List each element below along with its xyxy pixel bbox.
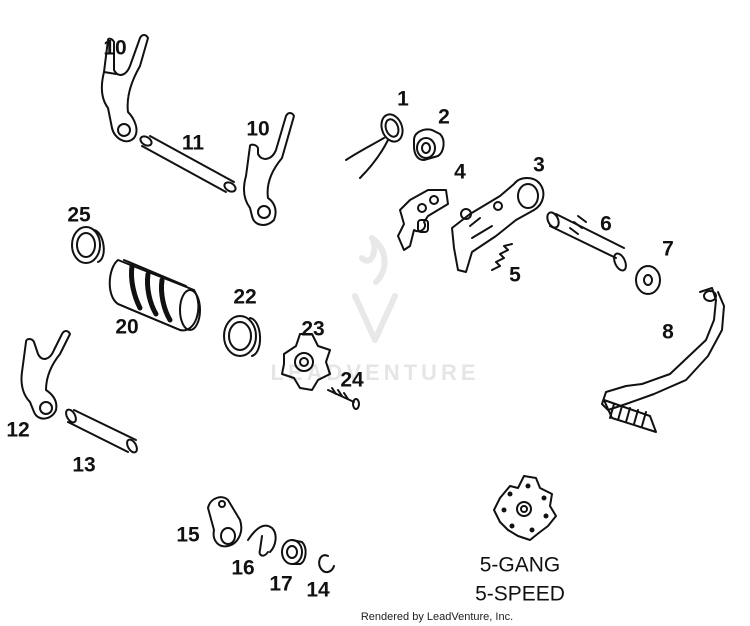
screw-24 [327, 387, 360, 410]
shift-fork-10-right [242, 112, 295, 226]
shift-quadrant-3 [451, 177, 545, 273]
lever-plate-4 [397, 189, 449, 251]
callout-7: 7 [662, 237, 674, 261]
bearing-22 [223, 315, 261, 357]
callout-5: 5 [509, 263, 521, 287]
lever-arm-15 [207, 496, 243, 548]
caption-5-gang: 5-GANG [479, 553, 561, 577]
callout-1: 1 [397, 87, 409, 111]
bearing-25 [71, 226, 105, 264]
callout-24: 24 [340, 368, 364, 392]
callout-22: 22 [233, 285, 257, 309]
spring-16 [247, 524, 277, 557]
callout-8: 8 [662, 320, 674, 344]
roller-17 [281, 539, 307, 565]
watermark-logo [352, 235, 398, 343]
callout-16: 16 [231, 556, 255, 580]
caption-5-speed: 5-SPEED [475, 582, 565, 606]
return-spring-1 [345, 113, 404, 179]
star-cam-inset [493, 475, 557, 541]
callout-13: 13 [72, 453, 96, 477]
fork-shaft-13 [65, 408, 138, 454]
shift-fork-12 [20, 330, 71, 420]
callout-17: 17 [269, 572, 293, 596]
shift-lever-8 [601, 287, 725, 433]
circlip-14 [318, 554, 335, 574]
callout-20: 20 [115, 315, 139, 339]
callout-23: 23 [301, 317, 325, 341]
callout-2: 2 [438, 105, 450, 129]
shift-drum-20 [108, 259, 201, 332]
callout-15: 15 [176, 523, 200, 547]
shift-shaft-6 [546, 211, 627, 272]
callout-3: 3 [533, 153, 545, 177]
washer-7 [635, 265, 661, 295]
footer-credit: Rendered by LeadVenture, Inc. [360, 611, 514, 623]
callout-12: 12 [6, 418, 30, 442]
fork-shaft-11 [139, 135, 237, 193]
callout-11: 11 [181, 131, 205, 155]
spring-5 [491, 243, 513, 271]
star-cam-23 [281, 333, 331, 391]
callout-25: 25 [67, 203, 91, 227]
shift-fork-10-left [100, 34, 149, 143]
callout-6: 6 [600, 212, 612, 236]
callout-14: 14 [306, 578, 330, 602]
callout-10-left: 10 [103, 36, 127, 60]
watermark-text: LEADVENTURE [270, 360, 480, 385]
callout-4: 4 [454, 160, 466, 184]
washer-2 [413, 128, 445, 161]
callout-10-right: 10 [246, 117, 270, 141]
